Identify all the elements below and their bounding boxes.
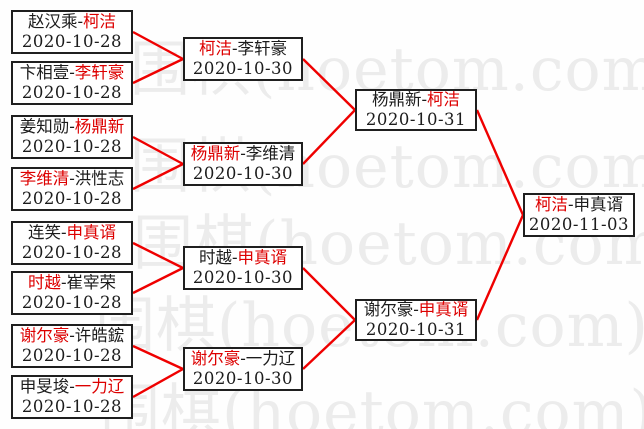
player-name: 时越	[198, 248, 232, 267]
match-box: 时越-崔宰荣 2020-10-28	[11, 271, 133, 315]
player-name: 李维清	[19, 169, 70, 188]
player-name: 卞相壹	[19, 63, 70, 82]
match-date: 2020-10-30	[192, 268, 294, 287]
match-box: 杨鼎新-柯洁 2020-10-31	[355, 89, 477, 131]
match-box: 李维清-洪性志 2020-10-28	[11, 167, 133, 211]
match-date: 2020-10-28	[21, 83, 123, 102]
match-date: 2020-10-28	[21, 346, 123, 365]
match-date: 2020-10-30	[192, 164, 294, 183]
name-separator: -	[60, 273, 67, 292]
player-name: 杨鼎新	[371, 90, 422, 109]
match-date: 2020-10-28	[21, 243, 123, 262]
match-date: 2020-11-03	[528, 215, 630, 234]
name-separator: -	[231, 39, 238, 58]
name-separator: -	[240, 349, 246, 368]
match-box: 柯洁-李轩豪 2020-10-30	[183, 37, 303, 81]
match-date: 2020-10-30	[192, 59, 294, 78]
match-players: 柯洁-申真谞	[525, 195, 633, 215]
name-separator: -	[413, 300, 419, 319]
player-name: 李轩豪	[237, 39, 288, 58]
player-name: 申真谞	[573, 195, 624, 214]
match-box: 时越-申真谞 2020-10-30	[183, 246, 303, 290]
match-players: 杨鼎新-柯洁	[357, 90, 475, 110]
match-players: 赵汉乘-柯洁	[13, 12, 131, 32]
match-date: 2020-10-31	[365, 320, 467, 339]
player-name: 申真谞	[237, 248, 288, 267]
player-name: 连笑	[27, 223, 61, 242]
match-players: 申旻埈-一力辽	[13, 377, 131, 397]
match-box: 谢尔豪-申真谞 2020-10-31	[355, 299, 477, 341]
name-separator: -	[69, 377, 75, 396]
match-players: 谢尔豪-许皓鋐	[13, 326, 131, 346]
name-separator: -	[69, 326, 75, 345]
match-players: 杨鼎新-李维清	[185, 144, 301, 164]
name-separator: -	[567, 195, 574, 214]
player-name: 赵汉乘	[27, 12, 78, 31]
match-date: 2020-10-28	[21, 189, 123, 208]
match-players: 李维清-洪性志	[13, 169, 131, 189]
player-name: 杨鼎新	[74, 117, 125, 136]
match-players: 柯洁-李轩豪	[185, 39, 301, 59]
match-players: 姜知勋-杨鼎新	[13, 117, 131, 137]
name-separator: -	[231, 248, 238, 267]
player-name: 柯洁	[198, 39, 232, 58]
match-box: 柯洁-申真谞 2020-11-03	[523, 193, 635, 237]
name-separator: -	[77, 12, 84, 31]
player-name: 许皓鋐	[74, 326, 125, 345]
match-box: 谢尔豪-许皓鋐 2020-10-28	[11, 324, 133, 368]
player-name: 柯洁	[427, 90, 461, 109]
match-date: 2020-10-28	[21, 293, 123, 312]
player-name: 杨鼎新	[190, 144, 241, 163]
player-name: 柯洁	[534, 195, 568, 214]
name-separator: -	[421, 90, 428, 109]
match-players: 谢尔豪-一力辽	[185, 349, 301, 369]
match-players: 谢尔豪-申真谞	[357, 300, 475, 320]
player-name: 谢尔豪	[19, 326, 70, 345]
name-separator: -	[69, 117, 75, 136]
match-box: 申旻埈-一力辽 2020-10-28	[11, 375, 133, 419]
match-box: 姜知勋-杨鼎新 2020-10-28	[11, 115, 133, 159]
match-players: 卞相壹-李轩豪	[13, 63, 131, 83]
player-name: 申真谞	[66, 223, 117, 242]
match-box: 卞相壹-李轩豪 2020-10-28	[11, 61, 133, 105]
player-name: 姜知勋	[19, 117, 70, 136]
player-name: 申旻埈	[19, 377, 70, 396]
name-separator: -	[69, 169, 75, 188]
player-name: 谢尔豪	[190, 349, 241, 368]
match-date: 2020-10-30	[192, 369, 294, 388]
match-players: 时越-申真谞	[185, 248, 301, 268]
match-date: 2020-10-31	[365, 110, 467, 129]
player-name: 李维清	[245, 144, 296, 163]
match-box: 连笑-申真谞 2020-10-28	[11, 221, 133, 265]
name-separator: -	[69, 63, 75, 82]
match-players: 连笑-申真谞	[13, 223, 131, 243]
name-separator: -	[240, 144, 246, 163]
player-name: 申真谞	[418, 300, 469, 319]
match-box: 谢尔豪-一力辽 2020-10-30	[183, 347, 303, 391]
match-box: 赵汉乘-柯洁 2020-10-28	[11, 10, 133, 54]
player-name: 谢尔豪	[363, 300, 414, 319]
player-name: 柯洁	[83, 12, 117, 31]
match-date: 2020-10-28	[21, 397, 123, 416]
player-name: 一力辽	[74, 377, 125, 396]
player-name: 时越	[27, 273, 61, 292]
match-players: 时越-崔宰荣	[13, 273, 131, 293]
name-separator: -	[60, 223, 67, 242]
player-name: 一力辽	[245, 349, 296, 368]
player-name: 洪性志	[74, 169, 125, 188]
player-name: 崔宰荣	[66, 273, 117, 292]
player-name: 李轩豪	[74, 63, 125, 82]
match-date: 2020-10-28	[21, 32, 123, 51]
match-box: 杨鼎新-李维清 2020-10-30	[183, 142, 303, 186]
match-date: 2020-10-28	[21, 137, 123, 156]
